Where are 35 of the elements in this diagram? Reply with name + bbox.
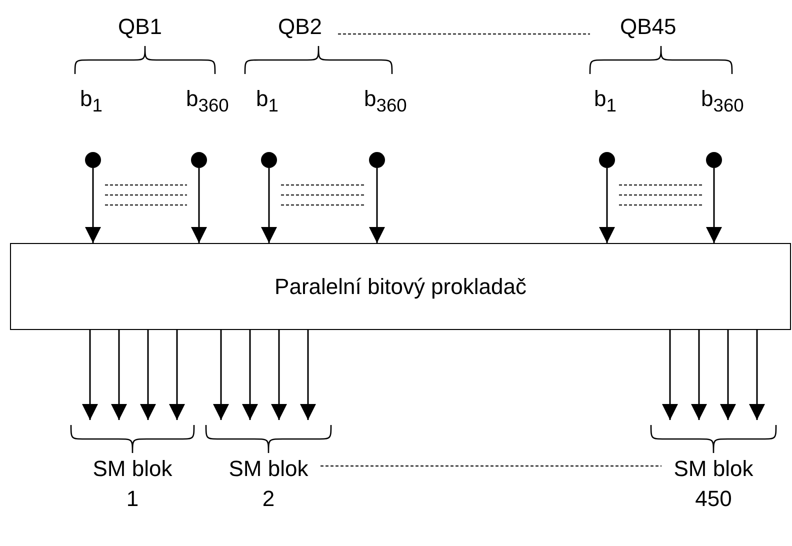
arrow: [191, 168, 207, 243]
arrow: [242, 330, 258, 420]
arrow: [662, 330, 678, 420]
arrow: [599, 168, 615, 243]
dot: [85, 152, 101, 168]
arrow: [169, 330, 185, 420]
block-label: SM blok 450: [672, 455, 754, 513]
block-label: SM blok 1: [92, 455, 174, 513]
process-box: [10, 243, 791, 330]
arrow: [140, 330, 156, 420]
bit-label: b$_{360}$: [701, 86, 744, 116]
box-label: Paralelní bitový prokladač: [274, 274, 526, 300]
arrow: [261, 168, 277, 243]
arrow: [271, 330, 287, 420]
arrow: [720, 330, 736, 420]
bit-label: b$_{1}$: [256, 86, 278, 116]
arrow: [300, 330, 316, 420]
arrow: [111, 330, 127, 420]
dot: [599, 152, 615, 168]
dot: [706, 152, 722, 168]
dot: [369, 152, 385, 168]
arrow: [749, 330, 765, 420]
dot: [261, 152, 277, 168]
arrow: [369, 168, 385, 243]
arrow: [691, 330, 707, 420]
arrow: [706, 168, 722, 243]
bit-label: b$_{1}$: [594, 86, 616, 116]
block-label: SM blok 2: [228, 455, 310, 513]
bit-label: b$_{1}$: [80, 86, 102, 116]
bit-label: b$_{360}$: [364, 86, 407, 116]
dot: [191, 152, 207, 168]
bit-label: b$_{360}$: [186, 86, 229, 116]
arrow: [213, 330, 229, 420]
arrow: [82, 330, 98, 420]
arrow: [85, 168, 101, 243]
